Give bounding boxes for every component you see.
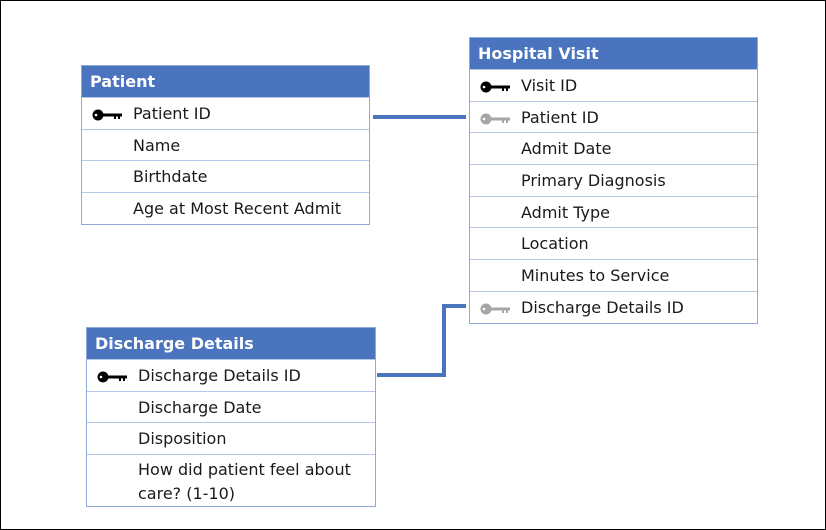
field-label: How did patient feel about care? (1-10) [138, 460, 351, 504]
field-label: Visit ID [521, 76, 578, 95]
field-label: Discharge Details ID [138, 366, 301, 385]
visit-field-row: Primary Diagnosis [470, 164, 757, 196]
primary-key-icon [92, 109, 122, 121]
discharge-field-row: Disposition [87, 422, 375, 454]
field-label: Location [521, 234, 589, 254]
field-label: Admit Date [521, 139, 612, 159]
visit-field-row: Admit Type [470, 195, 757, 228]
patient-field-row: Age at Most Recent Admit [82, 192, 369, 224]
field-label: Primary Diagnosis [521, 171, 666, 191]
field-label: Disposition [138, 429, 227, 449]
field-label: Discharge Details ID [521, 297, 684, 317]
field-label: Admit Type [521, 202, 610, 222]
visit-field-row: Patient ID [470, 100, 757, 133]
primary-key-icon [480, 81, 510, 93]
field-label: Patient ID [521, 107, 599, 127]
visit-field-row: Discharge Details ID [470, 290, 757, 323]
field-label: Name [133, 135, 181, 155]
patient-field-row: Name [82, 128, 369, 161]
field-label: Patient ID [133, 104, 211, 123]
patient-field-row: Birthdate [82, 160, 369, 192]
discharge-details-table: Discharge Details Discharge Details ID D… [86, 327, 376, 508]
visit-field-row: Minutes to Service [470, 259, 757, 291]
discharge-details-table-title: Discharge Details [87, 328, 375, 359]
discharge-field-row: How did patient feel about care? (1-10) [87, 454, 375, 506]
primary-key-icon [97, 371, 127, 383]
discharge-visit-connector [377, 304, 466, 377]
field-label: Age at Most Recent Admit [133, 199, 341, 219]
field-label: Birthdate [133, 167, 208, 187]
field-label: Discharge Date [138, 397, 262, 417]
hospital-visit-table: Hospital Visit Visit ID Patient ID Admit… [469, 37, 758, 324]
foreign-key-icon [480, 113, 510, 125]
patient-table-title: Patient [82, 66, 369, 97]
visit-field-row: Location [470, 227, 757, 259]
patient-table: Patient Patient ID Name Birthdate Age at… [81, 65, 370, 225]
discharge-field-row: Discharge Details ID [87, 359, 375, 391]
visit-field-row: Admit Date [470, 132, 757, 164]
patient-field-row: Patient ID [82, 97, 369, 129]
visit-field-row: Visit ID [470, 69, 757, 101]
foreign-key-icon [480, 303, 510, 315]
hospital-visit-table-title: Hospital Visit [470, 38, 757, 69]
discharge-field-row: Discharge Date [87, 390, 375, 423]
field-label: Minutes to Service [521, 266, 670, 286]
